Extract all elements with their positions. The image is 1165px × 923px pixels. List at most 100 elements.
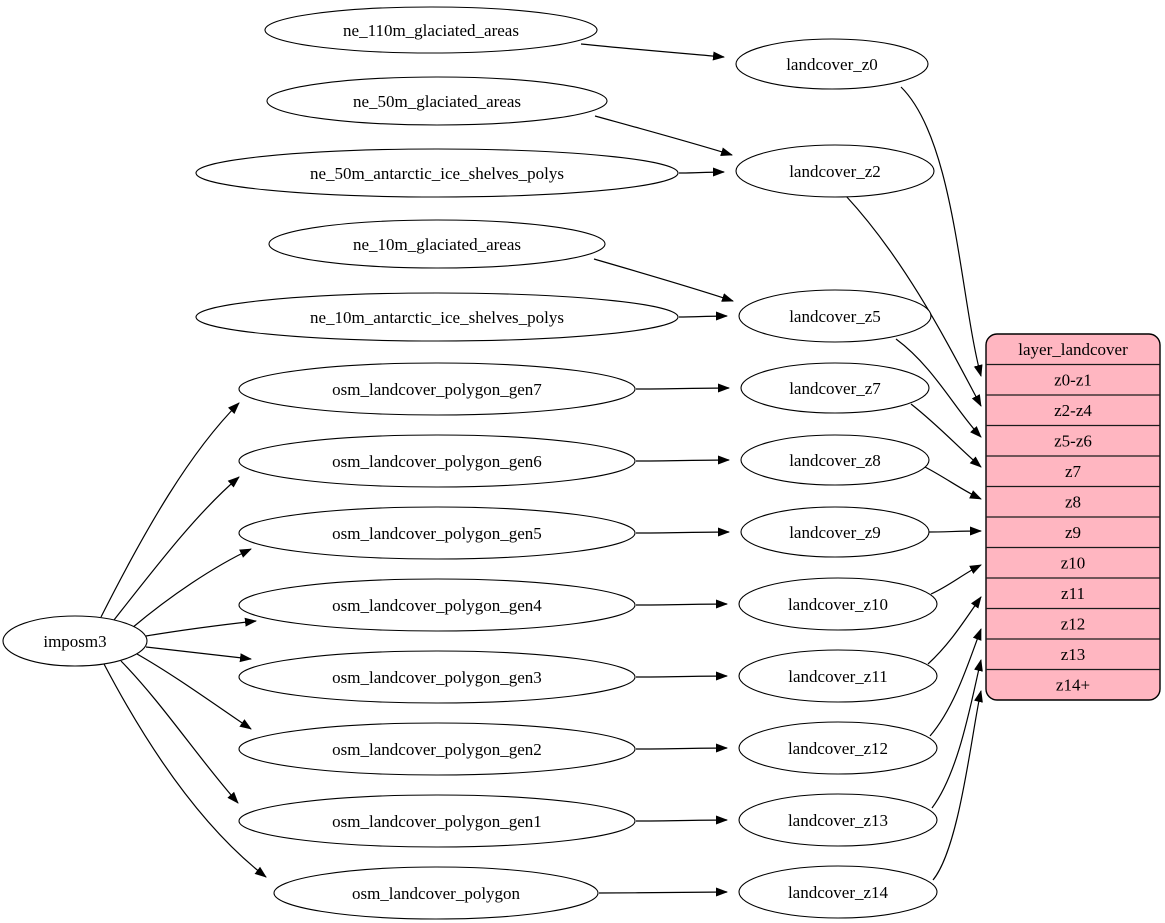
node-landcover-z10-shape bbox=[738, 577, 938, 631]
node-landcover-z10-label: landcover_z10 bbox=[788, 595, 888, 614]
node-osm-landcover-polygon-gen7-shape bbox=[238, 362, 636, 416]
node-osm-landcover-polygon-gen6-label: osm_landcover_polygon_gen6 bbox=[332, 452, 542, 471]
edge-gen2-z12 bbox=[635, 743, 728, 753]
node-osm-landcover-polygon-gen2: osm_landcover_polygon_gen2 bbox=[238, 722, 636, 776]
node-landcover-z11: landcover_z11 bbox=[738, 649, 938, 703]
node-landcover-z0-shape bbox=[735, 38, 929, 90]
node-osm-landcover-polygon-gen1-shape bbox=[238, 794, 636, 848]
node-ne-50m-glaciated-areas-label: ne_50m_glaciated_areas bbox=[353, 92, 521, 111]
node-osm-landcover-polygon-gen3: osm_landcover_polygon_gen3 bbox=[238, 650, 636, 704]
node-osm-landcover-polygon-gen2-label: osm_landcover_polygon_gen2 bbox=[332, 740, 542, 759]
node-osm-landcover-polygon-gen7-label: osm_landcover_polygon_gen7 bbox=[332, 380, 542, 399]
node-landcover-z2-shape bbox=[735, 144, 935, 198]
table-title: layer_landcover bbox=[1018, 340, 1128, 359]
edge-z11-row-z11 bbox=[927, 596, 982, 665]
edge-ne10m-antarctic-z5 bbox=[678, 311, 728, 321]
node-landcover-z9-shape bbox=[740, 506, 930, 558]
node-landcover-z0: landcover_z0 bbox=[735, 38, 929, 90]
node-landcover-z13-shape bbox=[738, 793, 938, 847]
node-landcover-z13-label: landcover_z13 bbox=[788, 811, 888, 830]
node-landcover-z12-label: landcover_z12 bbox=[788, 739, 888, 758]
layer-landcover-table: layer_landcover z0-z1 z2-z4 z5-z6 z7 z8 … bbox=[985, 333, 1161, 701]
node-landcover-z5-shape bbox=[738, 289, 932, 343]
edge-imposm3-polygon bbox=[103, 663, 267, 878]
node-imposm3-shape bbox=[2, 615, 148, 667]
node-osm-landcover-polygon-label: osm_landcover_polygon bbox=[352, 884, 521, 903]
node-osm-landcover-polygon-gen1: osm_landcover_polygon_gen1 bbox=[238, 794, 636, 848]
node-ne-10m-antarctic-ice-shelves-polys-shape bbox=[195, 292, 679, 342]
node-osm-landcover-polygon-gen6-shape bbox=[238, 434, 636, 488]
node-ne-10m-antarctic-ice-shelves-polys: ne_10m_antarctic_ice_shelves_polys bbox=[195, 292, 679, 342]
node-landcover-z14-label: landcover_z14 bbox=[788, 883, 889, 902]
edge-imposm3-gen6 bbox=[113, 476, 240, 621]
node-ne-50m-antarctic-ice-shelves-polys-label: ne_50m_antarctic_ice_shelves_polys bbox=[310, 164, 564, 183]
edge-gen5-z9 bbox=[635, 527, 730, 537]
edge-z12-row-z12 bbox=[929, 628, 982, 737]
node-osm-landcover-polygon-shape bbox=[273, 866, 599, 920]
edge-gen4-z10 bbox=[635, 599, 728, 609]
node-landcover-z5: landcover_z5 bbox=[738, 289, 932, 343]
node-imposm3: imposm3 bbox=[2, 615, 148, 667]
edge-imposm3-gen5 bbox=[131, 548, 252, 629]
node-osm-landcover-polygon-gen6: osm_landcover_polygon_gen6 bbox=[238, 434, 636, 488]
edge-z13-row-z13 bbox=[931, 659, 983, 809]
node-osm-landcover-polygon-gen4: osm_landcover_polygon_gen4 bbox=[238, 578, 636, 632]
edge-imposm3-gen3 bbox=[145, 646, 252, 663]
node-ne-10m-antarctic-ice-shelves-polys-label: ne_10m_antarctic_ice_shelves_polys bbox=[310, 308, 564, 327]
table-row-z9: z9 bbox=[1065, 523, 1081, 542]
edge-imposm3-gen1 bbox=[120, 660, 239, 804]
table-row-z7: z7 bbox=[1065, 462, 1082, 481]
node-osm-landcover-polygon-gen2-shape bbox=[238, 722, 636, 776]
node-landcover-z11-label: landcover_z11 bbox=[788, 667, 887, 686]
edge-z14-row-z14plus bbox=[932, 690, 983, 881]
node-landcover-z14-shape bbox=[738, 865, 938, 919]
edge-polygon-z14 bbox=[598, 887, 728, 897]
edge-gen6-z8 bbox=[635, 455, 730, 465]
node-ne-10m-glaciated-areas: ne_10m_glaciated_areas bbox=[268, 219, 606, 269]
edge-ne50m-antarctic-z2 bbox=[678, 167, 725, 177]
node-landcover-z5-label: landcover_z5 bbox=[789, 307, 881, 326]
edge-ne50m-glaciated-z2 bbox=[594, 115, 733, 157]
node-osm-landcover-polygon-gen3-shape bbox=[238, 650, 636, 704]
edge-z5-row-z5-z6 bbox=[895, 338, 982, 438]
node-landcover-z8: landcover_z8 bbox=[740, 434, 930, 486]
node-ne-10m-glaciated-areas-label: ne_10m_glaciated_areas bbox=[353, 235, 521, 254]
edge-imposm3-gen4 bbox=[145, 617, 257, 637]
node-osm-landcover-polygon-gen5-shape bbox=[238, 506, 636, 560]
node-ne-50m-antarctic-ice-shelves-polys-shape bbox=[195, 148, 679, 198]
node-landcover-z2-label: landcover_z2 bbox=[789, 162, 881, 181]
edge-z0-row-z0-z1 bbox=[900, 86, 983, 377]
edge-z9-row-z9 bbox=[928, 526, 982, 536]
node-osm-landcover-polygon-gen4-label: osm_landcover_polygon_gen4 bbox=[332, 596, 542, 615]
table-row-z5-z6: z5-z6 bbox=[1054, 432, 1092, 451]
node-osm-landcover-polygon-gen5: osm_landcover_polygon_gen5 bbox=[238, 506, 636, 560]
table-row-z13: z13 bbox=[1061, 645, 1086, 664]
node-ne-110m-glaciated-areas-label: ne_110m_glaciated_areas bbox=[343, 21, 519, 40]
node-osm-landcover-polygon-gen7: osm_landcover_polygon_gen7 bbox=[238, 362, 636, 416]
edge-z7-row-z7 bbox=[910, 403, 982, 468]
edge-gen3-z11 bbox=[635, 671, 728, 681]
node-ne-110m-glaciated-areas-shape bbox=[264, 6, 598, 54]
edges bbox=[100, 43, 983, 897]
node-landcover-z7: landcover_z7 bbox=[740, 362, 930, 414]
edge-ne110m-z0 bbox=[580, 43, 725, 61]
node-ne-110m-glaciated-areas: ne_110m_glaciated_areas bbox=[264, 6, 598, 54]
node-ne-50m-glaciated-areas-shape bbox=[266, 76, 608, 126]
node-osm-landcover-polygon-gen3-label: osm_landcover_polygon_gen3 bbox=[332, 668, 542, 687]
table-row-z11: z11 bbox=[1061, 584, 1085, 603]
node-landcover-z7-shape bbox=[740, 362, 930, 414]
edge-z8-row-z8 bbox=[924, 466, 982, 500]
node-imposm3-label: imposm3 bbox=[43, 632, 106, 651]
nodes: imposm3 ne_110m_glaciated_areas ne_50m_g… bbox=[2, 6, 938, 920]
table-row-z12: z12 bbox=[1061, 615, 1086, 634]
node-ne-10m-glaciated-areas-shape bbox=[268, 219, 606, 269]
node-landcover-z11-shape bbox=[738, 649, 938, 703]
table-row-z10: z10 bbox=[1061, 554, 1086, 573]
node-landcover-z10: landcover_z10 bbox=[738, 577, 938, 631]
node-landcover-z9: landcover_z9 bbox=[740, 506, 930, 558]
node-ne-50m-glaciated-areas: ne_50m_glaciated_areas bbox=[266, 76, 608, 126]
node-landcover-z7-label: landcover_z7 bbox=[789, 379, 881, 398]
node-landcover-z12: landcover_z12 bbox=[738, 721, 938, 775]
